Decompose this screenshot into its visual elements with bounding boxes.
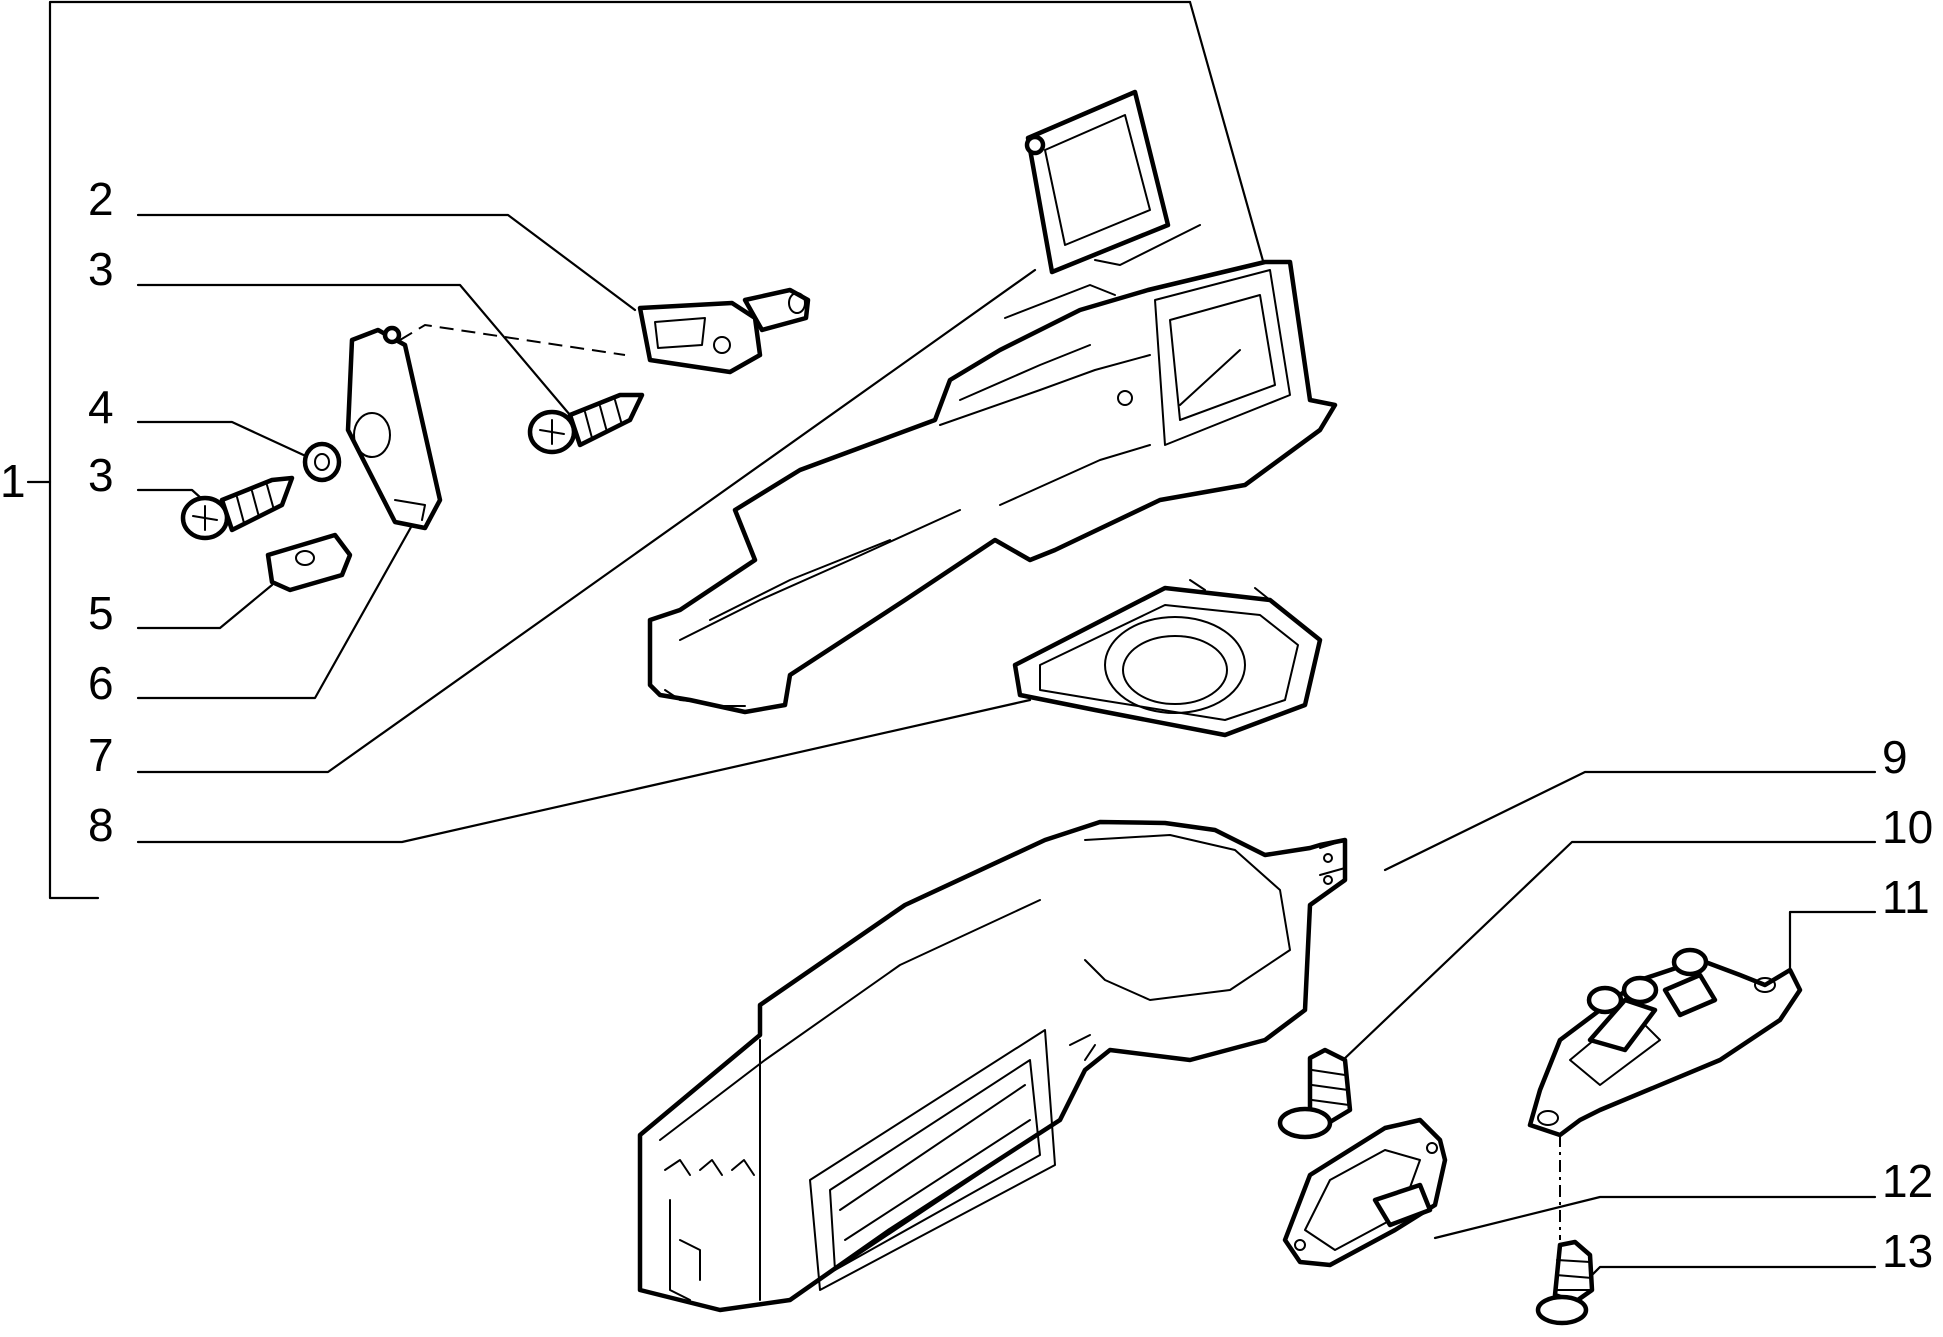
leader-8 bbox=[136, 698, 1032, 844]
part-12-control-module bbox=[1282, 1117, 1448, 1268]
callout-10: 10 bbox=[1882, 801, 1934, 853]
leader-1-outer bbox=[1188, 0, 1267, 270]
part-3-screw-lower bbox=[180, 475, 295, 541]
callout-6: 6 bbox=[88, 657, 114, 709]
part-9-lower-housing bbox=[637, 819, 1348, 1313]
callout-3-upper: 3 bbox=[88, 243, 114, 295]
part-5-clip-nut bbox=[265, 532, 353, 593]
leader-3a bbox=[136, 283, 572, 417]
callout-12: 12 bbox=[1882, 1155, 1934, 1207]
callout-5: 5 bbox=[88, 587, 114, 639]
leader-7 bbox=[136, 268, 1037, 774]
part-6-linkage-arm bbox=[345, 325, 443, 531]
leader-11 bbox=[1788, 910, 1877, 972]
callout-13: 13 bbox=[1882, 1225, 1934, 1277]
leader-10 bbox=[1320, 840, 1877, 1082]
leader-12 bbox=[1433, 1195, 1877, 1240]
part-4-washer bbox=[302, 441, 342, 483]
leader-2 bbox=[136, 213, 637, 312]
part-11-resistor bbox=[1527, 947, 1803, 1138]
leader-9 bbox=[1383, 770, 1877, 872]
part-2-shaft-lever bbox=[637, 287, 811, 375]
callout-2: 2 bbox=[88, 173, 114, 225]
leader-13 bbox=[1583, 1265, 1877, 1284]
leader-4 bbox=[136, 420, 312, 460]
part-8-cover-plate bbox=[1012, 579, 1323, 738]
callout-7: 7 bbox=[88, 729, 114, 781]
part-3-screw-upper bbox=[527, 392, 645, 455]
leader-lines bbox=[136, 0, 1877, 1284]
pivot-axis-line bbox=[399, 323, 626, 356]
leader-5 bbox=[136, 583, 274, 630]
callout-11: 11 bbox=[1882, 871, 1930, 923]
part-10-screw bbox=[1277, 1047, 1353, 1140]
callout-9: 9 bbox=[1882, 731, 1908, 783]
callout-8: 8 bbox=[88, 799, 114, 851]
part-7-upper-housing bbox=[647, 89, 1338, 715]
leader-6 bbox=[136, 518, 417, 700]
part-13-screw bbox=[1535, 1239, 1595, 1326]
callout-1: 1 bbox=[0, 455, 26, 507]
callout-3-lower: 3 bbox=[88, 449, 114, 501]
callout-4: 4 bbox=[88, 381, 114, 433]
assembly-bracket-1 bbox=[26, 0, 1192, 900]
